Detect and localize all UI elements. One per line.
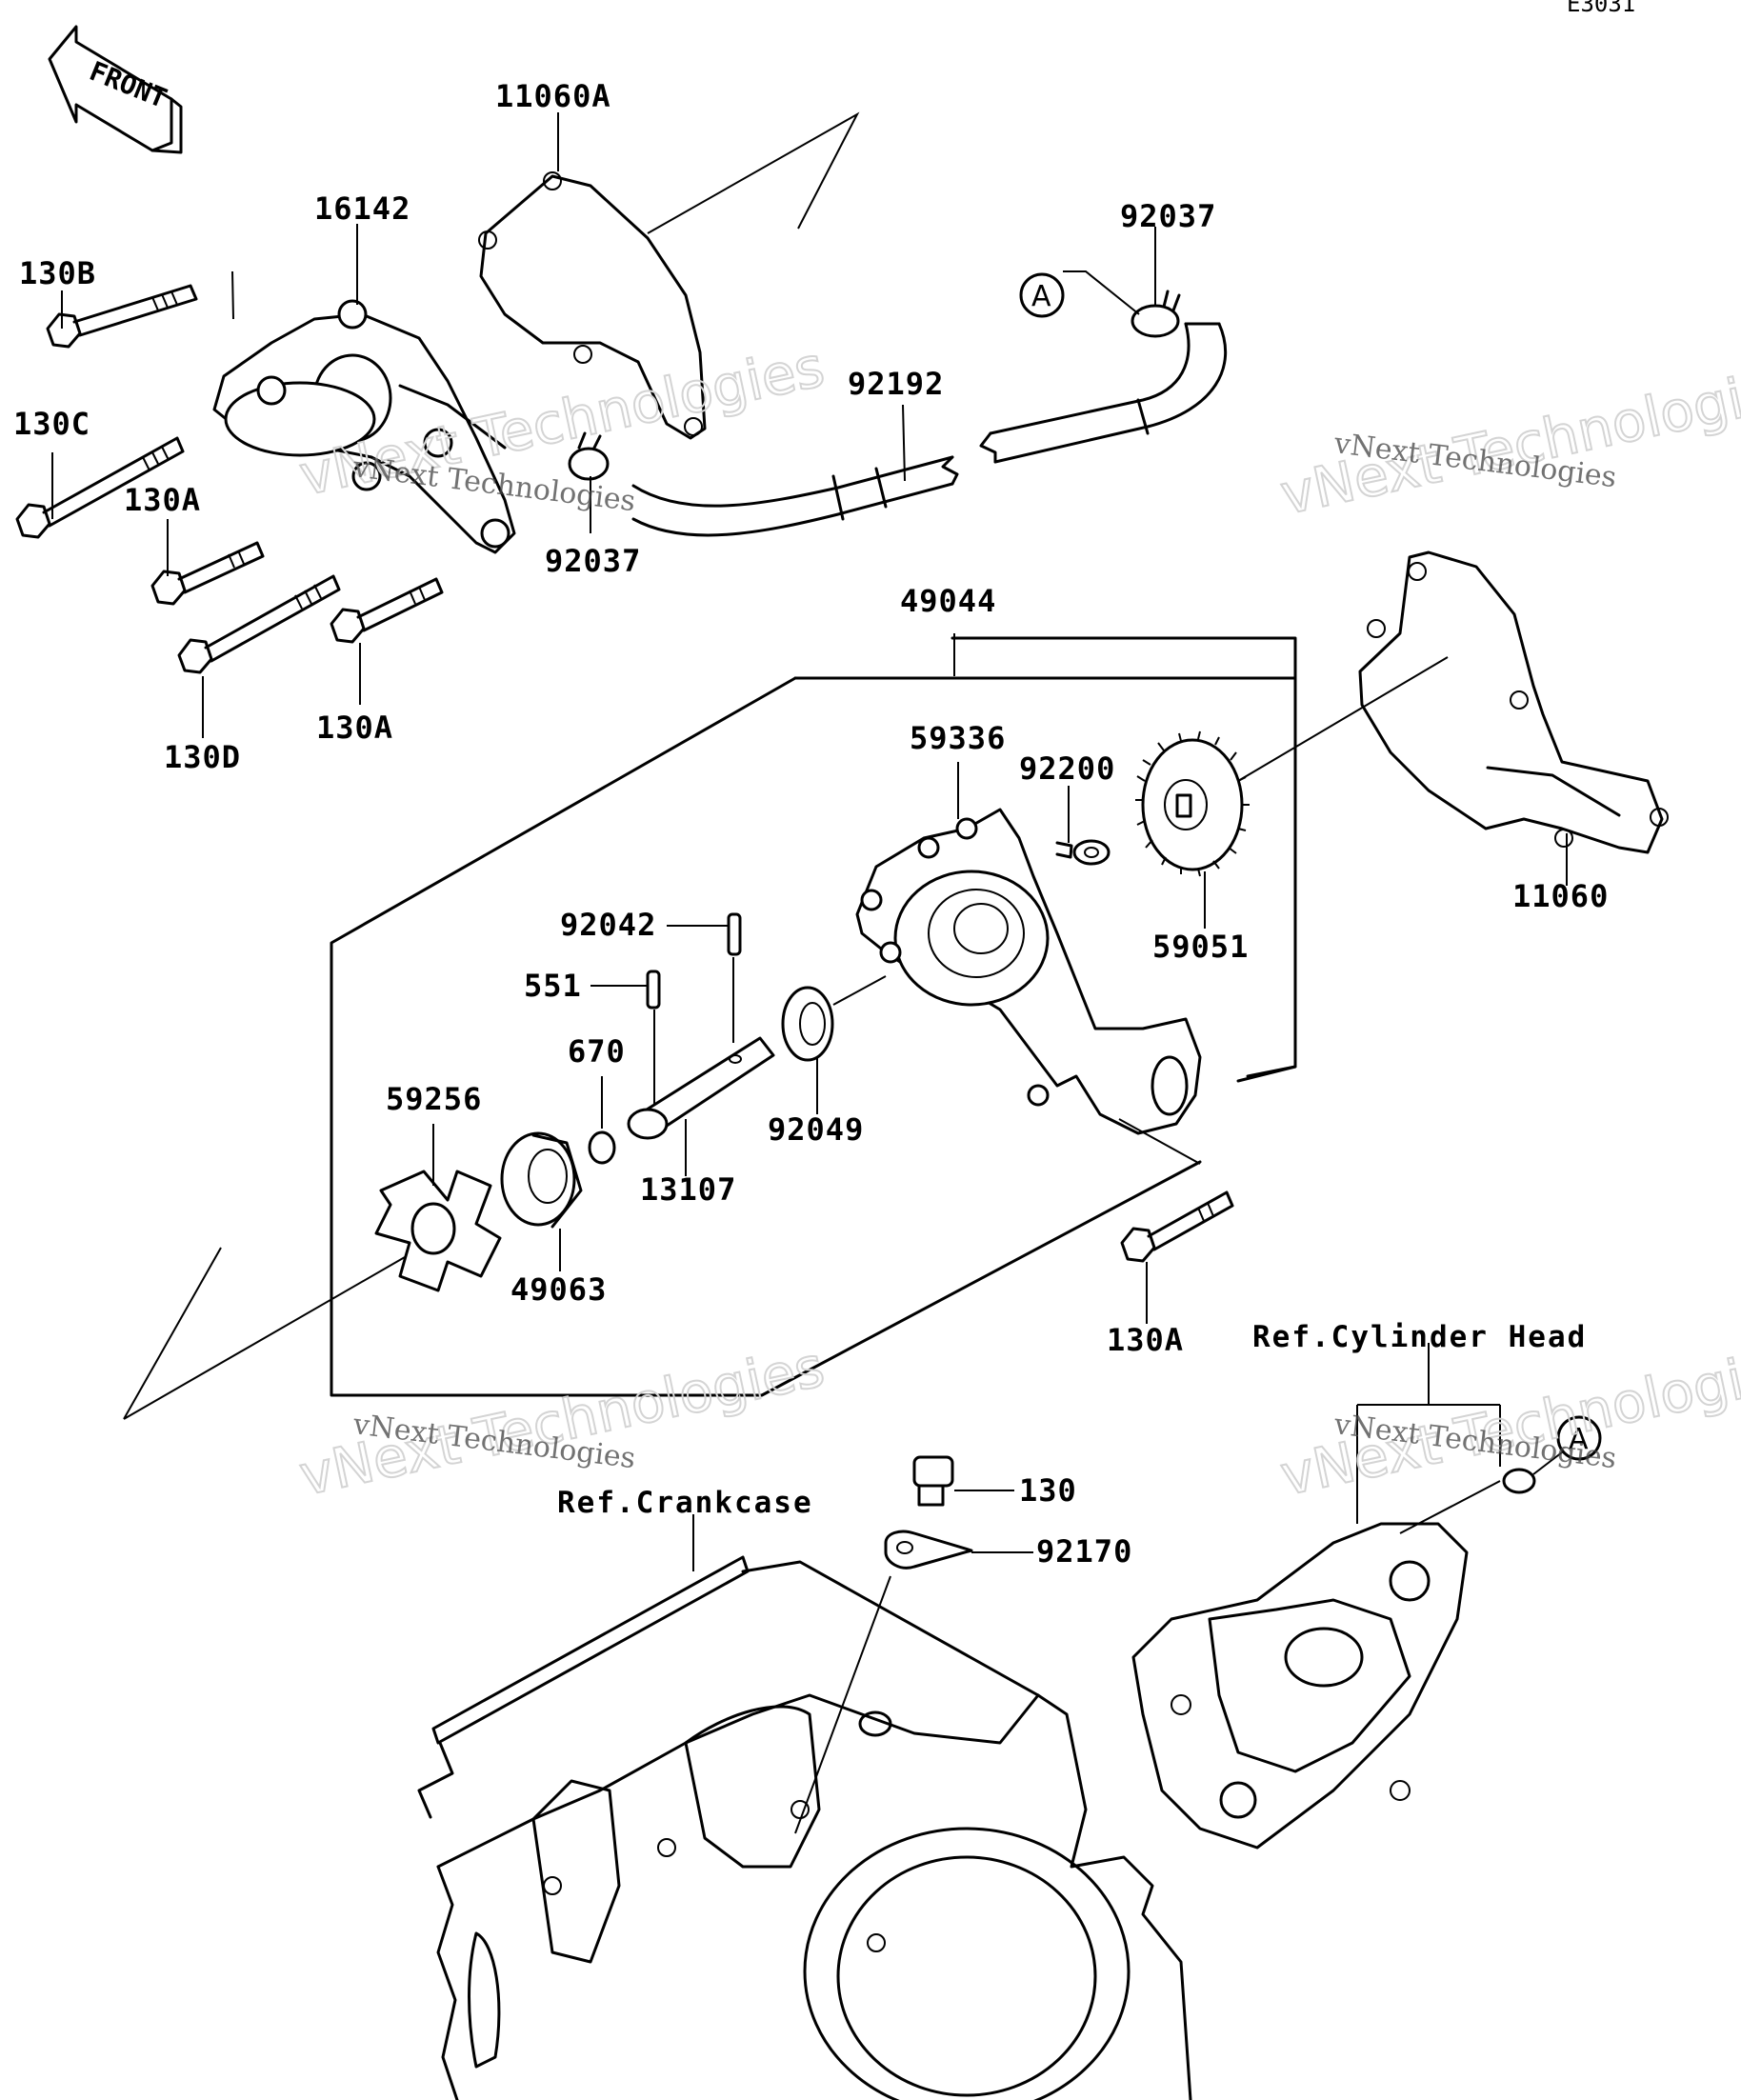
label-92049: 92049 xyxy=(768,1111,864,1148)
shaft-13107 xyxy=(627,1036,775,1140)
label-92037-mid: 92037 xyxy=(545,543,641,579)
bolt-130C xyxy=(15,436,185,539)
group-bracket-49044-frame xyxy=(793,676,1297,1078)
label-130: 130 xyxy=(1019,1472,1077,1509)
pump-body-59336 xyxy=(855,808,1202,1135)
washer-92200 xyxy=(1055,839,1111,866)
label-130A-3: 130A xyxy=(1107,1322,1184,1358)
label-130B: 130B xyxy=(19,255,96,291)
label-59051: 59051 xyxy=(1152,929,1249,965)
label-59256: 59256 xyxy=(386,1081,482,1117)
label-670: 670 xyxy=(568,1033,626,1070)
cylinder-head xyxy=(1131,1468,1536,1850)
label-92192: 92192 xyxy=(848,366,944,402)
label-92037-top: 92037 xyxy=(1120,198,1216,234)
label-11060A: 11060A xyxy=(495,78,611,114)
label-92042: 92042 xyxy=(560,907,656,943)
crankcase xyxy=(417,1555,1192,2100)
gasket-11060A xyxy=(478,171,707,440)
washer-92170 xyxy=(884,1530,973,1570)
ref-cylinder-head: Ref.Cylinder Head xyxy=(1252,1320,1587,1354)
bolt-130 xyxy=(912,1455,954,1507)
diagram-code: E3031 xyxy=(1567,0,1635,17)
label-130A-2: 130A xyxy=(316,710,393,746)
group-bracket-49044-left xyxy=(330,676,1202,1397)
label-130A-1: 130A xyxy=(124,482,201,518)
bolt-130A-body xyxy=(1120,1190,1234,1263)
front-arrow-icon: FRONT xyxy=(48,25,183,154)
mechanical-seal-49063 xyxy=(500,1131,583,1229)
callout-a-bottom-letter: A xyxy=(1569,1423,1589,1456)
label-130D: 130D xyxy=(164,739,241,775)
pump-cover-16142 xyxy=(212,299,516,554)
callout-a-bottom: A xyxy=(1532,1415,1602,1475)
label-49044: 49044 xyxy=(900,583,996,619)
bolt-130A-upper xyxy=(150,541,265,606)
pin-551 xyxy=(646,970,661,1010)
label-49063: 49063 xyxy=(510,1271,607,1308)
label-551: 551 xyxy=(524,968,582,1004)
label-11060: 11060 xyxy=(1512,878,1609,914)
hose-92192 xyxy=(631,322,1228,537)
bolt-130B xyxy=(46,284,198,349)
bolt-130D xyxy=(177,574,341,674)
bolt-130A-lower xyxy=(330,577,444,644)
impeller-59256 xyxy=(374,1170,502,1292)
o-ring-670 xyxy=(588,1130,616,1165)
pin-92042 xyxy=(727,912,742,956)
callout-a-top: A xyxy=(1019,270,1140,318)
seal-92049 xyxy=(781,986,834,1062)
label-16142: 16142 xyxy=(314,190,410,227)
label-92200: 92200 xyxy=(1019,750,1115,787)
watermark-top-right: vNext Technologies vNext Technologies xyxy=(1274,352,1741,529)
ref-crankcase: Ref.Crankcase xyxy=(557,1486,813,1520)
callout-a-top-letter: A xyxy=(1031,280,1051,313)
watermark-bottom-left: vNext Technologies vNext Technologies xyxy=(293,1333,830,1510)
label-13107: 13107 xyxy=(640,1171,736,1208)
clamp-92037-mid xyxy=(568,431,610,481)
label-59336: 59336 xyxy=(910,720,1006,756)
gasket-11060 xyxy=(1358,550,1669,854)
gear-59051 xyxy=(1135,730,1250,877)
gasket-11060A-pointer xyxy=(647,111,860,234)
label-92170: 92170 xyxy=(1036,1533,1132,1570)
label-130C: 130C xyxy=(13,406,90,442)
